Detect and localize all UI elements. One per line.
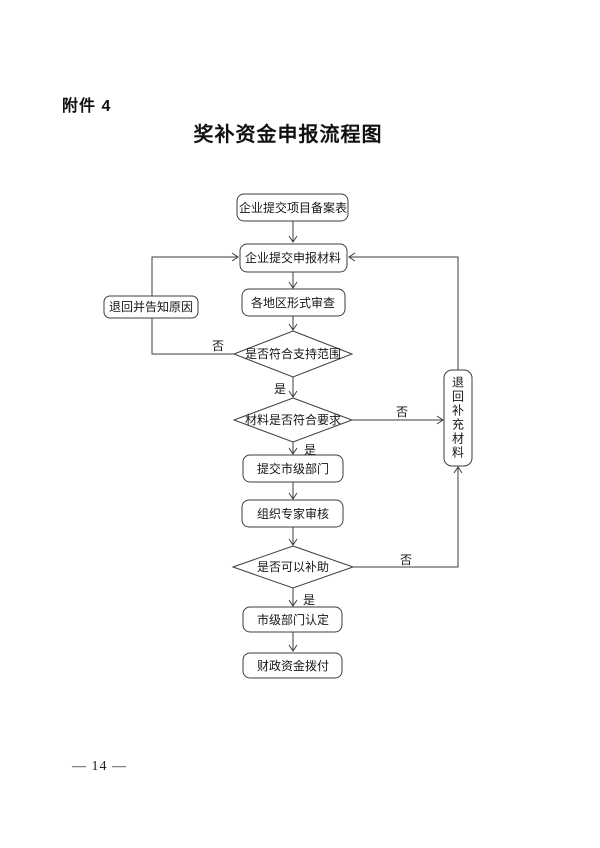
- node-expert-review-label: 组织专家审核: [257, 506, 329, 521]
- arrowhead-down-icon: [288, 323, 298, 331]
- node-return-supplement-box: [443, 369, 473, 467]
- arrowhead-down-icon: [288, 599, 298, 607]
- node-city-confirm-box: [242, 606, 343, 633]
- arrowhead-down-icon: [288, 538, 298, 546]
- arrowhead-down-icon: [288, 447, 298, 455]
- connector-subsidy-no-to-supplement: [353, 467, 459, 568]
- arrowhead-down-icon: [288, 281, 298, 289]
- node-submit-materials-label: 企业提交申报材料: [245, 250, 341, 265]
- node-fund-payment-label: 财政资金拨付: [257, 658, 329, 673]
- node-format-review-box: [241, 288, 346, 317]
- arrowhead-right-icon: [436, 415, 444, 425]
- node-scope-check-diamond: [232, 330, 354, 378]
- node-submit-city-box: [242, 454, 344, 483]
- node-project-filing-label: 企业提交项目备案表: [239, 200, 347, 215]
- connector-supplement-to-materials: [349, 256, 459, 370]
- branch-label-no-subsidy: 否: [400, 553, 412, 567]
- connector-scope-no-to-return-notify: [151, 318, 234, 355]
- node-return-supplement-label: 退回补充材料: [450, 376, 465, 460]
- node-city-confirm-label: 市级部门认定: [257, 612, 329, 627]
- node-project-filing-box: [236, 193, 349, 222]
- page-title: 奖补资金申报流程图: [193, 124, 383, 146]
- node-subsidy-check-label: 是否可以补助: [257, 560, 329, 574]
- arrowhead-down-icon: [288, 644, 298, 652]
- node-fund-payment-box: [242, 652, 343, 679]
- arrowhead-down-icon: [288, 235, 298, 243]
- attachment-label: 附件 4: [62, 98, 112, 115]
- branch-label-no-material: 否: [396, 405, 408, 419]
- node-material-check-diamond: [232, 397, 354, 443]
- arrowhead-down-icon: [288, 390, 298, 398]
- arrowhead-down-icon: [288, 492, 298, 500]
- connector-return-notify-to-materials: [151, 256, 238, 296]
- node-material-check-label: 材料是否符合要求: [245, 412, 341, 427]
- branch-label-yes-subsidy: 是: [303, 593, 315, 607]
- arrowhead-left-icon: [348, 252, 356, 262]
- branch-label-no-scope: 否: [212, 339, 224, 353]
- node-return-notify-label: 退回并告知原因: [109, 300, 193, 314]
- branch-label-yes-material: 是: [304, 443, 316, 457]
- arrowhead-right-icon: [231, 252, 239, 262]
- page-number: — 14 —: [72, 759, 127, 774]
- node-expert-review-box: [241, 499, 344, 528]
- branch-label-yes-scope: 是: [274, 382, 286, 396]
- node-submit-materials-box: [239, 243, 348, 273]
- node-format-review-label: 各地区形式审查: [251, 295, 335, 310]
- node-submit-city-label: 提交市级部门: [257, 461, 329, 476]
- node-scope-check-label: 是否符合支持范围: [245, 346, 341, 361]
- arrowhead-up-icon: [453, 466, 463, 474]
- node-subsidy-check-diamond: [231, 545, 355, 589]
- node-return-notify-box: [103, 295, 199, 319]
